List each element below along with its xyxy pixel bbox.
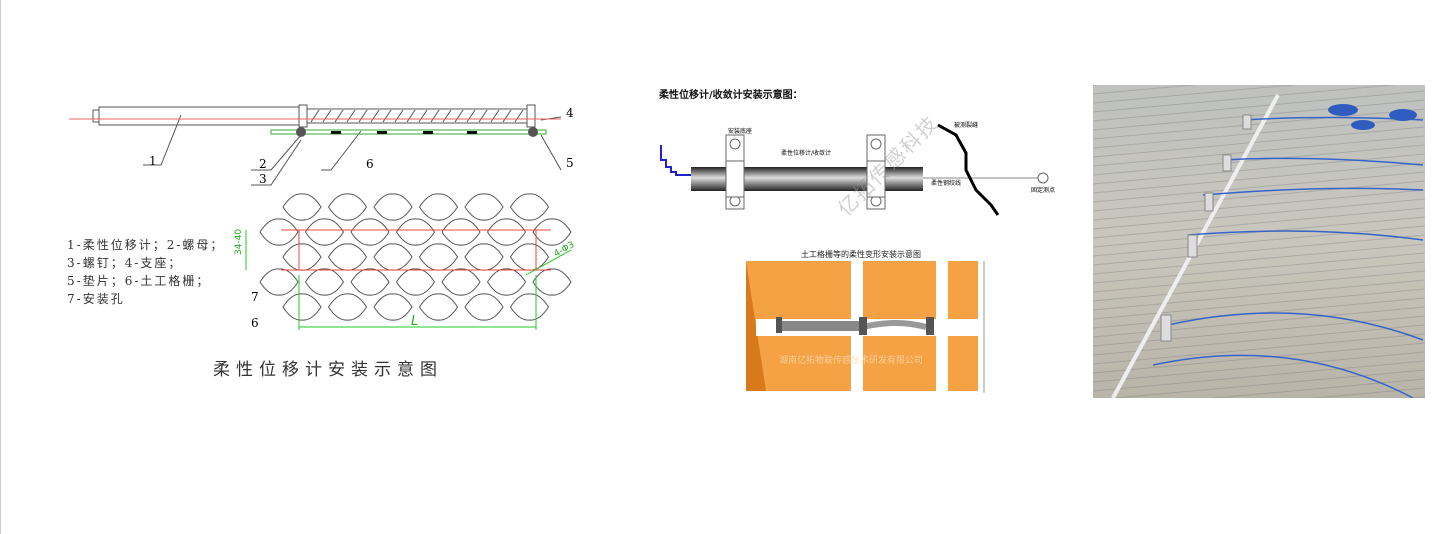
grid-cell — [304, 268, 345, 296]
grid-cell — [282, 293, 322, 321]
mesh-line — [1093, 333, 1425, 365]
grid-cell — [418, 243, 459, 271]
part-number: 6 — [251, 316, 259, 330]
grid-cell — [532, 218, 572, 246]
grid-cell — [327, 293, 368, 321]
grid-cell — [441, 218, 481, 246]
sensor-label: 柔性位移计/收敛计 — [781, 149, 831, 157]
mesh-line — [1093, 279, 1425, 311]
mesh-line — [1093, 189, 1425, 221]
grid-cell — [509, 243, 550, 271]
mesh-line — [1093, 135, 1425, 167]
mesh-line — [1209, 378, 1425, 398]
mesh-line — [1093, 306, 1425, 338]
geogrid-diagram — [746, 261, 985, 393]
grid-cell — [259, 268, 299, 296]
mesh-line — [1093, 85, 1298, 104]
base-label: 安装底座 — [728, 127, 752, 135]
mesh-line — [1093, 85, 1199, 95]
mesh-line — [1093, 126, 1425, 158]
mesh-line — [1093, 342, 1425, 374]
grid-cell — [350, 268, 390, 296]
mesh-line — [1093, 171, 1425, 203]
grid-cell — [486, 218, 527, 246]
middle-title: 柔性位移计/收敛计安装示意图： — [659, 90, 803, 101]
mesh-line — [1093, 180, 1425, 212]
grid-cell — [464, 193, 504, 221]
grid-cell — [373, 193, 413, 221]
grid-cell — [509, 293, 550, 321]
mesh-line — [1093, 90, 1425, 122]
mesh-line — [1093, 315, 1425, 347]
grid-cell — [464, 293, 504, 321]
grid-cell — [532, 268, 572, 296]
part-number: 3 — [259, 172, 267, 186]
mesh-line — [1093, 234, 1425, 266]
mesh-line — [1093, 351, 1425, 383]
mesh-line — [1408, 396, 1425, 398]
grid-cell — [395, 218, 436, 246]
mesh-line — [1093, 108, 1425, 140]
grid-cell — [327, 243, 368, 271]
grid-cell — [441, 268, 481, 296]
grid-cell — [282, 193, 322, 221]
grid-cell — [395, 268, 436, 296]
wire-label: 柔性钢绞线 — [931, 179, 961, 187]
mesh-line — [1093, 324, 1425, 356]
site-photo — [1093, 85, 1425, 398]
mesh-line — [1093, 162, 1425, 194]
figure-caption: 柔性位移计安装示意图 — [213, 360, 443, 380]
mesh-line — [1093, 225, 1425, 257]
part-number: 4 — [566, 106, 574, 120]
grid-cell — [327, 193, 368, 221]
legend-line: 7-安装孔 — [67, 292, 125, 306]
dimension-length: L — [411, 314, 418, 329]
sub-title: 土工格栅等的柔性变形安装示意图 — [801, 250, 921, 259]
mesh-line — [1093, 207, 1425, 239]
grid-cell — [259, 218, 299, 246]
part-number: 6 — [366, 157, 374, 171]
mesh-line — [1109, 369, 1425, 398]
grid-cell — [373, 243, 413, 271]
mesh-line — [1093, 261, 1425, 293]
grid-cell — [282, 243, 322, 271]
grid-cell — [464, 243, 504, 271]
installation-diagram: 安装底座 柔性位移计/收敛计 被测裂缝 柔性钢绞线 固定测点 — [660, 121, 1055, 216]
legend-line: 3-螺钉；4-支座； — [67, 256, 183, 270]
crack-label: 被测裂缝 — [954, 121, 978, 129]
mesh-line — [1308, 387, 1425, 398]
grid-cell — [350, 218, 390, 246]
grid-cell — [509, 193, 550, 221]
mesh-line — [1093, 85, 1398, 113]
mesh-line — [1093, 270, 1425, 302]
mesh-line — [1093, 99, 1425, 131]
grid-cell — [486, 268, 527, 296]
mesh-line — [1093, 198, 1425, 230]
geogrid — [259, 193, 572, 321]
mesh-line — [1093, 144, 1425, 176]
company-watermark: 湖南亿拓物联传感技术研发有限公司 — [779, 356, 924, 366]
mesh-line — [1093, 252, 1425, 284]
displacement-meter-drawing: 1 2 3 4 5 6 6 7 34-40 L 4-Φ3 — [69, 104, 577, 330]
dimension-height: 34-40 — [234, 229, 244, 255]
part-number: 7 — [251, 290, 259, 304]
grid-cell — [373, 293, 413, 321]
grid-cell — [418, 193, 459, 221]
dimension-hole: 4-Φ3 — [553, 240, 577, 260]
grid-cell — [418, 293, 459, 321]
grid-cell — [304, 218, 345, 246]
part-number: 1 — [149, 154, 157, 168]
legend-line: 5-垫片；6-土工格栅； — [67, 274, 211, 288]
mesh-line — [1093, 360, 1425, 392]
mesh-line — [1093, 153, 1425, 185]
mesh-line — [1093, 243, 1425, 275]
part-number: 5 — [566, 156, 574, 170]
anchor-label: 固定测点 — [1031, 186, 1055, 194]
mesh-line — [1093, 288, 1425, 320]
part-number: 2 — [259, 157, 267, 171]
legend-line: 1-柔性位移计；2-螺母； — [67, 238, 225, 252]
legend: 1-柔性位移计；2-螺母； 3-螺钉；4-支座； 5-垫片；6-土工格栅； 7-… — [67, 236, 224, 308]
